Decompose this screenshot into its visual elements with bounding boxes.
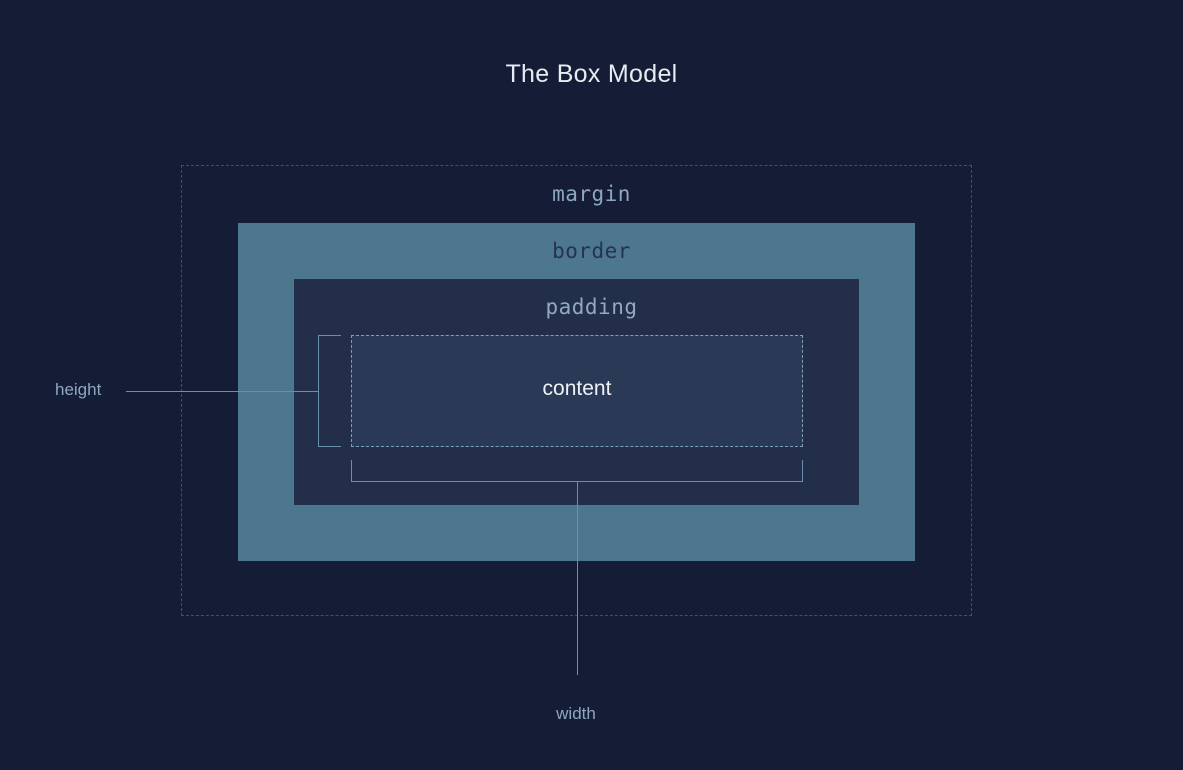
width-label: width [556,704,596,723]
width-leader-line [577,481,578,675]
border-label: border [552,239,631,263]
content-box [351,335,803,447]
margin-label: margin [552,182,631,206]
height-label: height [55,380,102,399]
height-bracket [318,335,341,447]
padding-label: padding [545,295,638,319]
content-label: content [542,377,612,400]
margin-box [181,165,972,616]
width-bracket [351,460,803,482]
height-leader-line [126,391,318,392]
page-title: The Box Model [505,60,678,88]
